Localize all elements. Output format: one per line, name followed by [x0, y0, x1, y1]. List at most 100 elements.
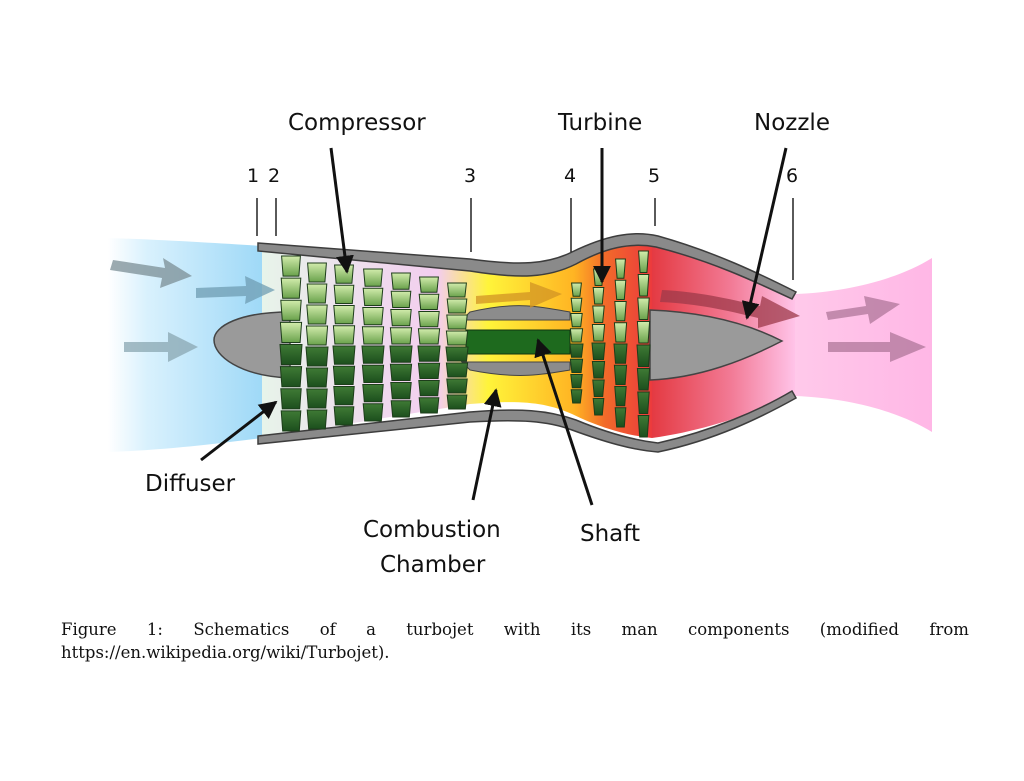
- caption-word: (modified: [819, 620, 899, 639]
- compressor-blade: [363, 268, 383, 287]
- compressor-blade: [389, 327, 413, 345]
- compressor-blade: [446, 298, 468, 314]
- compressor-callout-arrow: [329, 147, 354, 274]
- turbine-blade: [614, 279, 627, 300]
- compressor-blade: [333, 284, 355, 304]
- flow-arrow: [476, 282, 562, 308]
- caption-word: of: [319, 620, 336, 639]
- compressor-blade: [361, 345, 385, 364]
- diffuser-callout-arrow: [200, 400, 278, 462]
- turbine-blade: [614, 386, 627, 407]
- compressor-blade: [279, 366, 303, 388]
- flow-arrow: [826, 296, 900, 324]
- label-diffuser: Diffuser: [145, 471, 236, 497]
- compressor-blade: [390, 400, 412, 418]
- turbine-blade: [613, 343, 628, 364]
- label-compressor: Compressor: [288, 110, 426, 136]
- turbine-blade: [592, 379, 605, 397]
- caption-word: Figure: [61, 620, 117, 639]
- station-markers: [256, 198, 794, 280]
- caption-word: a: [366, 620, 376, 639]
- exhaust-cone: [649, 309, 784, 381]
- compressor-blade: [332, 325, 356, 345]
- compressor-blade: [280, 410, 302, 432]
- combustor-liner-bottom: [460, 361, 571, 376]
- turbine-blade: [569, 328, 584, 343]
- turbine-blade: [613, 364, 628, 385]
- turbine-blade: [570, 389, 583, 404]
- turbine-blade: [636, 321, 651, 344]
- compressor-blade: [280, 299, 302, 321]
- compressor-blade: [418, 380, 440, 397]
- caption-word: components: [688, 620, 790, 639]
- label-turbine: Turbine: [557, 110, 642, 136]
- compressor-blade: [389, 363, 413, 381]
- compressor-blade: [333, 305, 355, 325]
- compressor-blade: [280, 277, 302, 299]
- turbine-blade: [637, 274, 650, 297]
- compressor-blade: [305, 367, 329, 388]
- nozzle-callout-arrow: [741, 147, 788, 320]
- compressor-blade: [362, 403, 384, 422]
- turbine-blade: [592, 287, 605, 305]
- compressor-blade: [306, 283, 328, 304]
- turbine-blade: [637, 297, 650, 320]
- compressor-blade: [418, 293, 440, 310]
- casing-top: [257, 233, 798, 300]
- turbine-blade: [615, 258, 626, 279]
- compressor-blade: [332, 365, 356, 385]
- turbine-blade: [637, 415, 650, 438]
- compressor-blade: [445, 362, 469, 378]
- caption-line-1: Figure 1: Schematics of a turbojet with …: [61, 618, 969, 641]
- flow-arrows: [110, 258, 926, 362]
- turbine-blade: [613, 322, 628, 343]
- turbine-blade: [592, 398, 605, 416]
- compressor-blade: [279, 321, 303, 343]
- compressor-blade: [306, 304, 328, 325]
- inlet-spinner: [213, 311, 291, 379]
- flow-arrow: [660, 290, 800, 328]
- compressor-blade: [306, 409, 328, 430]
- combustion-callout-arrow: [471, 388, 502, 501]
- label-combustion-line1: Combustion: [363, 517, 501, 543]
- compressor-blade: [306, 388, 328, 409]
- compressor-blade: [390, 382, 412, 400]
- station-number-6: 6: [786, 165, 798, 187]
- compressor-blade: [362, 287, 384, 306]
- compressor-blade: [418, 397, 440, 414]
- compressor-blade: [334, 264, 354, 284]
- turbine-blade: [571, 282, 582, 297]
- compressor-blade: [362, 307, 384, 326]
- flow-arrow: [196, 276, 275, 304]
- label-combustion-line2: Chamber: [380, 552, 486, 578]
- compressor-blade: [362, 384, 384, 403]
- caption-word: 1:: [146, 620, 163, 639]
- station-number-1: 1: [247, 165, 259, 187]
- label-shaft: Shaft: [580, 521, 640, 547]
- caption-word: its: [570, 620, 592, 639]
- caption-word: Schematics: [193, 620, 290, 639]
- turbine-blade: [569, 343, 584, 358]
- caption-line-2: https://en.wikipedia.org/wiki/Turbojet).: [61, 643, 390, 662]
- compressor-blades: [279, 255, 469, 432]
- compressor-blade: [280, 388, 302, 410]
- station-number-3: 3: [464, 165, 476, 187]
- compressor-blade: [305, 346, 329, 367]
- compressor-blade: [307, 262, 327, 283]
- compressor-blade: [417, 345, 441, 362]
- turbine-blade: [636, 368, 651, 391]
- turbine-blade: [637, 391, 650, 414]
- compressor-blade: [417, 328, 441, 345]
- compressor-blade: [333, 386, 355, 406]
- turbine-blades: [569, 250, 651, 438]
- compressor-blade: [281, 255, 301, 277]
- caption-word: with: [503, 620, 541, 639]
- compressor-blade: [446, 378, 468, 394]
- shaft: [465, 329, 571, 355]
- compressor-blade: [446, 314, 468, 330]
- turbine-blade: [591, 361, 606, 379]
- shaft-callout-arrow: [534, 338, 594, 506]
- compressor-blade: [389, 345, 413, 363]
- turbine-blade: [592, 305, 605, 323]
- turbine-blade: [569, 358, 584, 373]
